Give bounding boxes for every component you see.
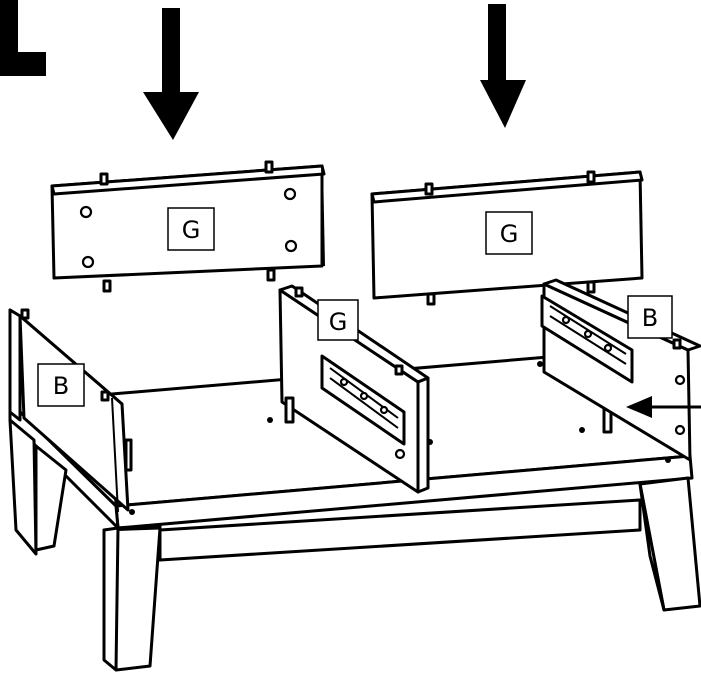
label-box xyxy=(317,299,359,341)
top-panel-left: G xyxy=(50,160,326,293)
label-box xyxy=(485,211,533,255)
label-box xyxy=(627,295,673,339)
dowel xyxy=(586,170,596,184)
part-label-b: B xyxy=(642,304,658,332)
down-arrow-left xyxy=(143,8,199,140)
cam-hole xyxy=(81,255,95,269)
label-box xyxy=(37,363,85,407)
part-label-g: G xyxy=(500,220,519,248)
dowel xyxy=(102,279,112,293)
frame-legs xyxy=(8,418,701,672)
dowel xyxy=(586,280,596,294)
right-side-panel: B xyxy=(540,278,701,462)
left-arrow xyxy=(626,396,701,418)
down-arrow-right xyxy=(480,4,526,128)
part-label-g: G xyxy=(182,216,201,244)
label-box xyxy=(167,207,215,251)
cam-fitting xyxy=(124,438,133,472)
part-label-b: B xyxy=(53,372,69,400)
cam-hole xyxy=(284,239,298,253)
part-label-g: G xyxy=(329,308,348,336)
top-panel-right: G xyxy=(370,170,644,306)
left-side-panel: B xyxy=(8,308,133,513)
dowel xyxy=(426,292,436,306)
cam-hole xyxy=(79,205,93,219)
dowel xyxy=(424,182,434,196)
step-number: 1 xyxy=(0,0,46,76)
dowel xyxy=(99,172,109,186)
cam-hole xyxy=(283,187,297,201)
dowel xyxy=(266,268,276,282)
dowel xyxy=(264,160,274,174)
divider-panel: G xyxy=(278,284,430,494)
